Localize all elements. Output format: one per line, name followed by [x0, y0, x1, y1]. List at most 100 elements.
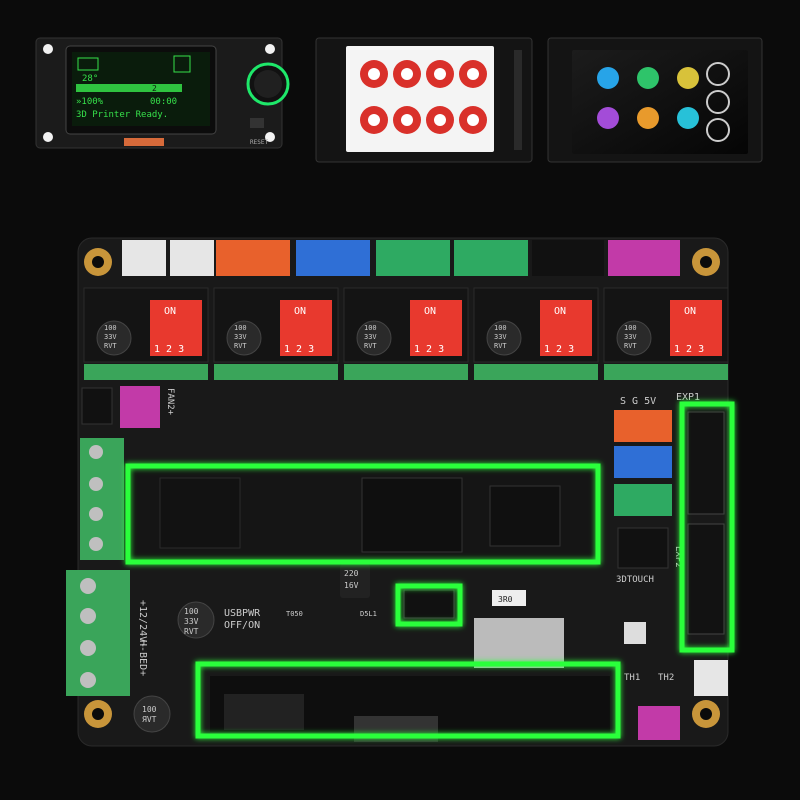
- jumper-header: [403, 589, 455, 619]
- capacitor-b: [177, 601, 215, 639]
- move-icon-glyph: [401, 68, 413, 80]
- cap-a-line1: 220: [344, 569, 359, 578]
- extrude-icon-glyph: [368, 114, 380, 126]
- driver-socket-5: [604, 364, 728, 380]
- model-icon-yellow[interactable]: [677, 67, 699, 89]
- cap-a-line2: 16V: [344, 581, 359, 590]
- driver-capacitor-5: [616, 320, 652, 356]
- down-arrow-icon[interactable]: [706, 90, 730, 114]
- print-icon-glyph: [467, 68, 479, 80]
- usbpwr-label: USBPWR: [224, 608, 261, 619]
- mcu-chip: [361, 477, 463, 553]
- cap-b-line2: 33V: [184, 617, 199, 626]
- top-connector-6: [454, 240, 528, 276]
- highlight-usb-sd: [195, 661, 621, 739]
- exp1-label: EXP1: [676, 392, 700, 403]
- fan-icon-glyph: [401, 114, 413, 126]
- top-connector-8: [608, 240, 680, 276]
- up-arrow-icon[interactable]: [706, 62, 730, 86]
- dip-numbers: 1 2 3: [154, 344, 184, 355]
- driver-cap-text: RVT: [364, 342, 377, 350]
- driver-cap-text: RVT: [104, 342, 117, 350]
- highlight-boxes: [125, 401, 735, 739]
- capacitor-c: [133, 695, 171, 733]
- touch-screen-module: [315, 37, 533, 163]
- dip-switch-4[interactable]: [540, 300, 592, 356]
- top-connector-5: [376, 240, 450, 276]
- driver-cap-text: 100: [494, 324, 507, 332]
- sg5v-label: S G 5V: [620, 396, 656, 407]
- dip-switch-5[interactable]: [670, 300, 722, 356]
- lcd-icon-hotend: [77, 57, 99, 71]
- dip-switch-1[interactable]: [150, 300, 202, 356]
- top-connector-1: [122, 240, 166, 276]
- top-connector-7: [532, 240, 604, 276]
- driver-cap-text: 100: [104, 324, 117, 332]
- model-icon-blue[interactable]: [597, 67, 619, 89]
- driver-socket-2: [214, 364, 338, 380]
- driver-capacitor-3: [356, 320, 392, 356]
- lcd-status-bar: [76, 84, 182, 92]
- lcd-stat-left: 2: [152, 84, 157, 93]
- reset-button[interactable]: [250, 118, 264, 128]
- lcd-line-progress: »100%: [76, 97, 104, 107]
- inductor-3r0: [492, 590, 526, 606]
- thermistor-connector-magenta: [638, 706, 680, 740]
- lcd-module: 28° 2 »100% 00:00 3D Printer Ready. RESE…: [35, 37, 290, 149]
- back-arrow-icon[interactable]: [706, 118, 730, 142]
- model-icon-green[interactable]: [637, 67, 659, 89]
- exp2-header: [687, 523, 725, 635]
- cap-c-line1: 100: [142, 705, 157, 714]
- fan2-label: FAN2+: [165, 388, 175, 416]
- dip-numbers: 1 2 3: [284, 344, 314, 355]
- driver-cap-text: 33V: [104, 333, 117, 341]
- bed-label: H-BED+: [137, 640, 148, 676]
- th2-label: TH2: [658, 673, 674, 683]
- highlight-mcu: [125, 463, 601, 565]
- driver-cap-text: 100: [234, 324, 247, 332]
- reset-label: RESET: [250, 139, 268, 146]
- t050-label: T050: [286, 610, 303, 618]
- power-label: +12/24V-: [137, 600, 148, 648]
- model-icon-orange[interactable]: [637, 107, 659, 129]
- exp2-label: EXP2: [673, 546, 683, 568]
- lcd-stat-right: 00:00: [150, 97, 177, 107]
- servo-connector-orange: [614, 410, 672, 442]
- dip-on-label: ON: [684, 306, 696, 317]
- cap-b-line3: RVT: [184, 627, 199, 636]
- offon-label: OFF/ON: [224, 620, 260, 631]
- reset-switch: [624, 622, 646, 644]
- inductor-label: 3R0: [498, 595, 513, 604]
- dip-on-label: ON: [294, 306, 306, 317]
- dip-switch-2[interactable]: [280, 300, 332, 356]
- home-icon-glyph: [434, 68, 446, 80]
- fan2-connector: [120, 386, 160, 428]
- model-screen-module: [547, 37, 763, 163]
- dip-switch-3[interactable]: [410, 300, 462, 356]
- lcd-line-temp: 28°: [82, 74, 98, 84]
- model-icon-purple[interactable]: [597, 107, 619, 129]
- driver-cap-text: RVT: [494, 342, 507, 350]
- driver-cap-text: 33V: [624, 333, 637, 341]
- dip-numbers: 1 2 3: [414, 344, 444, 355]
- driver-cap-text: 33V: [364, 333, 377, 341]
- d5l1-label: D5L1: [360, 610, 377, 618]
- 3dtouch-label: 3DTOUCH: [616, 575, 654, 585]
- dip-on-label: ON: [164, 306, 176, 317]
- thermistor-connector-white: [694, 660, 728, 696]
- driver-cap-text: 33V: [234, 333, 247, 341]
- connector-green: [614, 484, 672, 516]
- driver-capacitor-2: [226, 320, 262, 356]
- driver-cap-text: 33V: [494, 333, 507, 341]
- top-connector-3: [216, 240, 290, 276]
- cap-c-line2: ЯVT: [142, 715, 157, 724]
- driver-socket-1: [84, 364, 208, 380]
- lcd-line-ready: 3D Printer Ready.: [76, 110, 168, 120]
- model-icon-cyan[interactable]: [677, 107, 699, 129]
